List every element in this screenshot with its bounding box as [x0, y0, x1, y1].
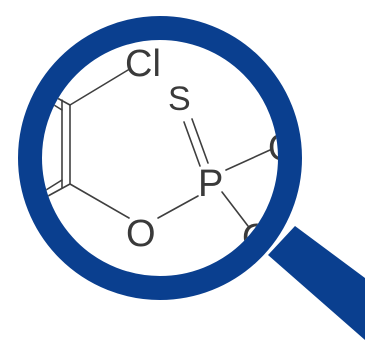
bond-oxygen-phosphorus	[157, 195, 199, 219]
bond-phosphorus-oxygen-bottom	[221, 191, 249, 227]
bond-ring-chlorine	[69, 69, 129, 106]
bond-phosphorus-sulfur-a	[183, 121, 201, 167]
atom-oxygen-left: O	[126, 213, 156, 255]
bond-phosphorus-sulfur-b	[191, 118, 209, 164]
atom-oxygen-right: O	[268, 127, 298, 169]
atom-chlorine: Cl	[125, 43, 161, 85]
atom-sulfur: S	[168, 80, 191, 118]
magnifier-lens-ring	[18, 16, 302, 300]
magnifier-handle	[268, 226, 365, 340]
bond-phosphorus-oxygen-right	[225, 149, 271, 171]
bond-ring-bottom-a	[47, 183, 71, 197]
bond-ring-oxygen	[69, 183, 130, 219]
atom-phosphorus: P	[198, 163, 223, 205]
bond-ring-bottom-b	[45, 179, 63, 191]
